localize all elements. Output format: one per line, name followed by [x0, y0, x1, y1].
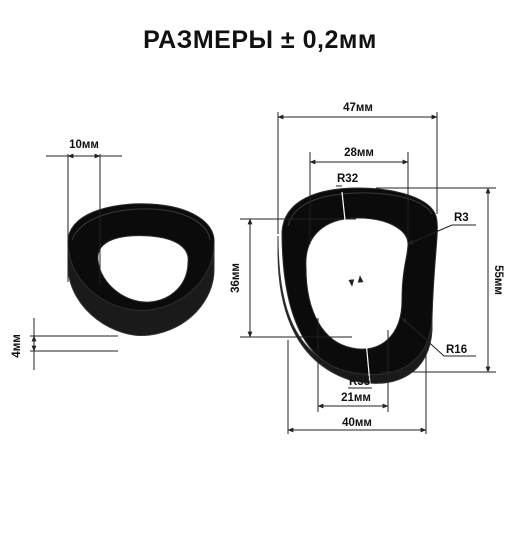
- small-washer-edge: [71, 208, 211, 241]
- outer-bottom-width-label: 40мм: [342, 417, 372, 429]
- page-title: РАЗМЕРЫ ± 0,2мм: [143, 26, 377, 54]
- inner-top-width-label: 28мм: [344, 147, 374, 159]
- radius-bottom-label: R35: [349, 376, 371, 388]
- inner-height-label: 36мм: [230, 263, 242, 293]
- large-washer: 47мм 28мм 36мм 55мм 21мм 40мм R32 R: [230, 102, 504, 434]
- large-washer-edge: [287, 192, 433, 227]
- outer-height-label: 55мм: [492, 265, 504, 295]
- radius-top-label: R32: [337, 173, 358, 185]
- small-washer-face: [67, 203, 215, 311]
- small-thickness-label: 4мм: [11, 334, 23, 357]
- radius-corner-label: R3: [454, 212, 469, 224]
- small-washer: 10мм 4мм: [11, 139, 215, 370]
- large-washer-side: [277, 235, 433, 384]
- small-hole-width-label: 10мм: [69, 139, 99, 151]
- outer-top-width-label: 47мм: [343, 102, 373, 114]
- radius-side-label: R16: [446, 344, 467, 356]
- inner-bottom-width-label: 21мм: [341, 392, 371, 404]
